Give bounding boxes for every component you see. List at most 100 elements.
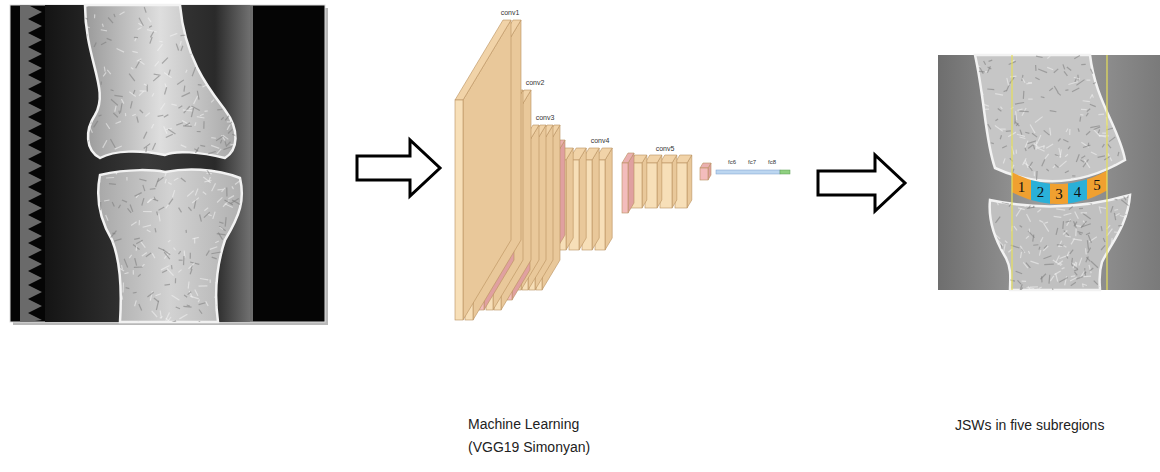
trabecula — [1025, 200, 1029, 207]
callout-number: 1 — [1018, 179, 1026, 194]
layer-block — [622, 153, 634, 213]
boundary-line — [1106, 55, 1107, 290]
trabecula — [130, 205, 133, 212]
trabecula — [80, 6, 82, 10]
trabecula — [1071, 179, 1076, 181]
trabecula — [994, 266, 996, 270]
trabecula — [120, 12, 125, 15]
trabecula — [1069, 129, 1070, 135]
trabecula — [192, 198, 199, 203]
trabecula — [155, 61, 159, 66]
trabecula — [1030, 261, 1038, 264]
trabecula — [1019, 111, 1028, 113]
trabecula — [219, 222, 223, 223]
callout-number: 3 — [1055, 186, 1063, 201]
trabecula — [1020, 137, 1026, 139]
trabecula — [139, 304, 142, 310]
trabecula — [147, 230, 151, 232]
trabecula — [1039, 287, 1042, 289]
trabecula — [1074, 221, 1077, 229]
trabecula — [181, 46, 183, 51]
trabecula — [975, 134, 981, 140]
trabecula — [148, 18, 151, 23]
trabecula — [108, 296, 111, 301]
trabecula — [206, 301, 208, 306]
trabecula — [109, 249, 111, 252]
layer-block — [675, 155, 692, 208]
trabecula — [1094, 281, 1098, 285]
trabecula — [1067, 251, 1069, 256]
trabecula — [1039, 220, 1043, 222]
trabecula — [1111, 55, 1117, 61]
trabecula — [1127, 193, 1129, 198]
trabecula — [222, 308, 227, 309]
trabecula — [221, 48, 224, 53]
trabecula — [225, 204, 233, 208]
trabecula — [140, 90, 147, 92]
trabecula — [204, 110, 207, 112]
trabecula — [212, 67, 217, 69]
trabecula — [135, 258, 137, 266]
layer-label: fc8 — [768, 159, 776, 165]
trabecula — [124, 273, 128, 274]
trabecula — [139, 18, 143, 26]
trabecula — [1091, 261, 1098, 267]
trabecula — [1126, 236, 1128, 243]
trabecula — [197, 158, 198, 165]
trabecula — [1026, 236, 1029, 239]
trabecula — [1029, 166, 1033, 171]
trabecula — [1109, 249, 1111, 253]
trabecula — [185, 152, 194, 154]
trabecula — [1059, 161, 1066, 167]
trabecula — [159, 164, 165, 165]
trabecula — [1074, 77, 1080, 79]
trabecula — [242, 81, 246, 86]
trabecula — [156, 301, 158, 310]
trabecula — [217, 308, 222, 310]
trabecula — [206, 168, 210, 174]
trabecula — [1046, 169, 1048, 171]
trabecula — [165, 284, 171, 286]
trabecula — [1089, 265, 1091, 273]
trabecula — [1132, 246, 1134, 249]
trabecula — [1064, 231, 1069, 236]
trabecula — [1066, 128, 1068, 132]
trabecula — [176, 123, 183, 125]
trabecula — [1120, 106, 1123, 108]
trabecula — [1020, 284, 1022, 290]
trabecula — [133, 292, 137, 294]
trabecula — [1117, 274, 1119, 279]
trabecula — [995, 198, 999, 206]
trabecula — [135, 300, 137, 306]
trabecula — [117, 287, 119, 296]
trabecula — [1094, 58, 1100, 60]
trabecula — [106, 177, 114, 179]
trabecula — [212, 11, 220, 15]
trabecula — [211, 137, 216, 139]
trabecula — [217, 149, 221, 154]
trabecula — [144, 84, 147, 85]
trabecula — [91, 262, 95, 271]
trabecula — [1035, 78, 1039, 80]
trabecula — [114, 309, 118, 312]
trabecula — [88, 73, 95, 75]
trabecula — [175, 278, 176, 283]
trabecula — [1090, 95, 1092, 99]
trabecula — [222, 188, 225, 192]
trabecula — [208, 214, 211, 215]
trabecula — [1081, 64, 1085, 66]
trabecula — [233, 86, 237, 88]
trabecula — [1111, 57, 1119, 59]
trabecula — [232, 239, 240, 240]
trabecula — [165, 83, 166, 87]
trabecula — [1058, 245, 1062, 247]
trabecula — [99, 260, 103, 263]
layer-label: conv3 — [536, 114, 555, 121]
trabecula — [157, 44, 162, 51]
trabecula — [1022, 78, 1025, 83]
trabecula — [77, 101, 81, 103]
layer-top — [622, 153, 634, 163]
trabecula — [232, 134, 238, 136]
trabecula — [1091, 55, 1094, 57]
trabecula — [1002, 202, 1009, 204]
